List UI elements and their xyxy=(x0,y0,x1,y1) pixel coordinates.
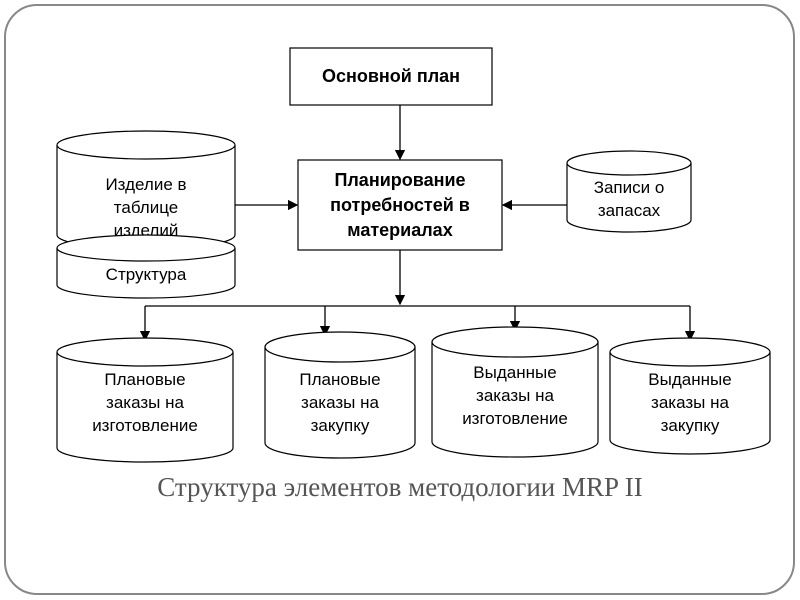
output-cylinder-3: Выданные заказы на изготовление xyxy=(431,326,599,458)
output-2-label-1: Плановые xyxy=(299,370,380,389)
inventory-cylinder: Записи о запасах xyxy=(566,150,692,233)
output-1-label-3: изготовление xyxy=(92,416,198,435)
mrp-label-3: материалах xyxy=(347,220,452,240)
mrp-label-2: потребностей в xyxy=(330,195,470,215)
output-2-label-3: закупку xyxy=(311,416,370,435)
product-table-label-1: Изделие в xyxy=(105,175,186,194)
structure-cylinder: Структура xyxy=(56,234,236,299)
output-2-label-2: заказы на xyxy=(301,393,379,412)
product-table-label-2: таблице xyxy=(114,198,178,217)
output-1-label-1: Плановые xyxy=(104,370,185,389)
output-cylinder-4: Выданные заказы на закупку xyxy=(609,337,771,455)
master-plan-label: Основной план xyxy=(322,66,460,86)
output-3-label-3: изготовление xyxy=(462,409,568,428)
output-cylinder-2: Плановые заказы на закупку xyxy=(264,331,416,459)
output-3-label-2: заказы на xyxy=(476,386,554,405)
output-4-label-1: Выданные xyxy=(648,370,731,389)
master-plan-box: Основной план xyxy=(289,47,493,106)
inventory-label-2: запасах xyxy=(598,201,661,220)
mrp-box: Планирование потребностей в материалах xyxy=(297,159,503,251)
output-4-label-2: заказы на xyxy=(651,393,729,412)
mrp-label-1: Планирование xyxy=(334,170,465,190)
diagram-caption: Структура элементов методологии MRP II xyxy=(157,472,642,502)
product-table-cylinder: Изделие в таблице изделий xyxy=(56,130,236,250)
inventory-label-1: Записи о xyxy=(594,178,665,197)
structure-label: Структура xyxy=(106,265,187,284)
output-3-label-1: Выданные xyxy=(473,363,556,382)
output-cylinder-1: Плановые заказы на изготовление xyxy=(56,337,234,463)
output-4-label-3: закупку xyxy=(661,416,720,435)
output-1-label-2: заказы на xyxy=(106,393,184,412)
product-table-label-3: изделий xyxy=(114,221,179,240)
